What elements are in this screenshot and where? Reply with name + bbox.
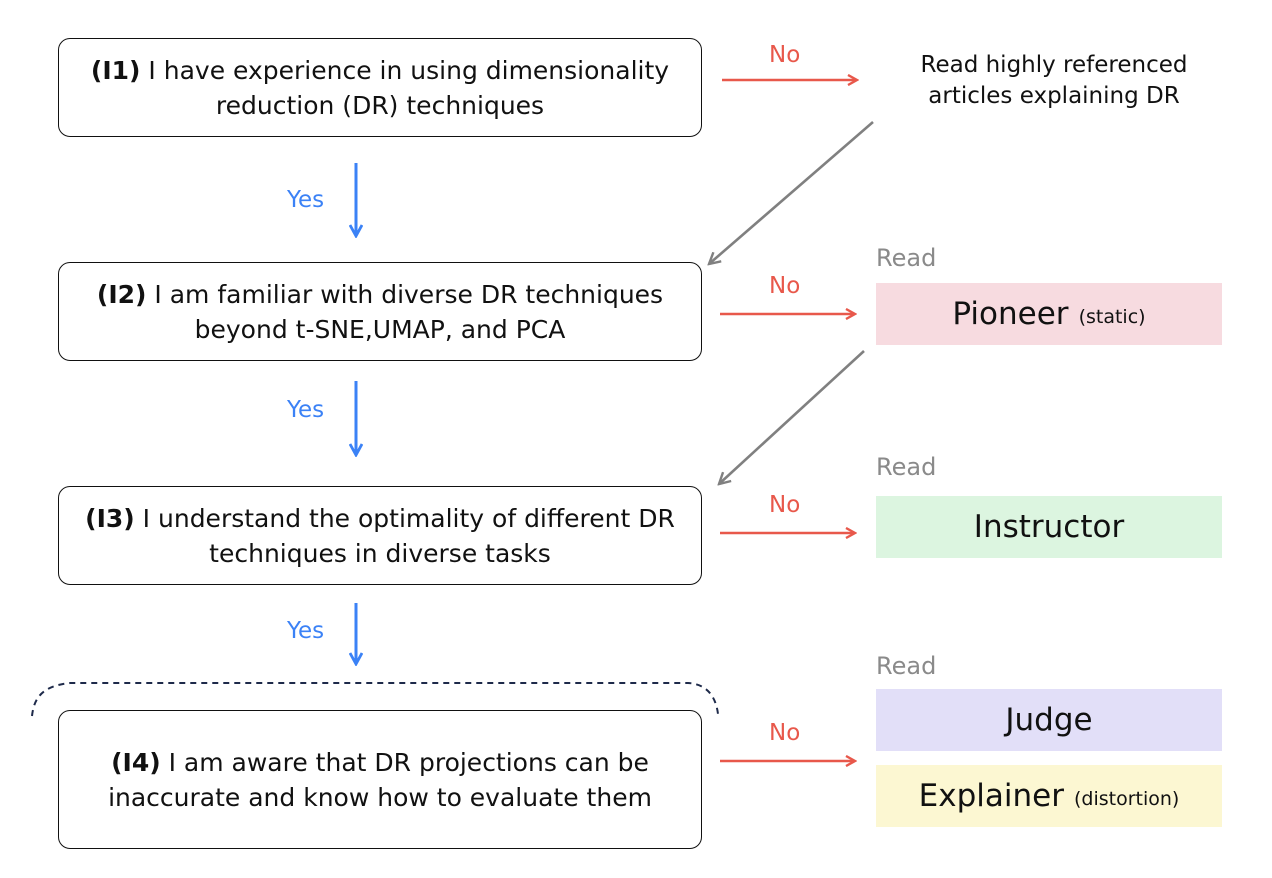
no-label-2: No	[769, 273, 801, 299]
question-box-i4: (I4) I am aware that DR projections can …	[58, 710, 702, 849]
question-box-i1: (I1) I have experience in using dimensio…	[58, 38, 702, 137]
instructor-name: Instructor	[973, 509, 1125, 545]
read-label-pioneer: Read	[876, 244, 937, 272]
yes-label-1: Yes	[287, 187, 325, 213]
question-box-i2: (I2) I am familiar with diverse DR techn…	[58, 262, 702, 361]
articles-outcome: Read highly referenced articles explaini…	[920, 52, 1188, 109]
read-label-judge: Read	[876, 652, 937, 680]
no-label-3: No	[769, 492, 801, 518]
explainer-name: Explainer	[918, 778, 1064, 814]
instructor-box[interactable]: Instructor	[876, 496, 1222, 558]
question-i1-text: (I1) I have experience in using dimensio…	[90, 55, 670, 120]
question-i3-text: (I3) I understand the optimality of diff…	[85, 503, 675, 568]
dashed-bracket	[31, 682, 719, 717]
read-label-instructor: Read	[876, 453, 937, 481]
yes-label-2: Yes	[287, 397, 325, 423]
back-arrow-2	[719, 350, 865, 484]
question-box-i3: (I3) I understand the optimality of diff…	[58, 486, 702, 585]
explainer-note: (distortion)	[1073, 788, 1180, 810]
question-i4-text: (I4) I am aware that DR projections can …	[108, 747, 652, 812]
back-arrow-1	[709, 121, 874, 264]
judge-name: Judge	[1005, 702, 1093, 738]
pioneer-box[interactable]: Pioneer (static)	[876, 283, 1222, 345]
pioneer-name: Pioneer	[952, 296, 1069, 332]
question-i2-text: (I2) I am familiar with diverse DR techn…	[96, 279, 664, 344]
no-label-4: No	[769, 720, 801, 746]
explainer-box[interactable]: Explainer (distortion)	[876, 765, 1222, 827]
no-label-1: No	[769, 42, 801, 68]
yes-label-3: Yes	[287, 618, 325, 644]
pioneer-note: (static)	[1078, 306, 1146, 328]
judge-box[interactable]: Judge	[876, 689, 1222, 751]
